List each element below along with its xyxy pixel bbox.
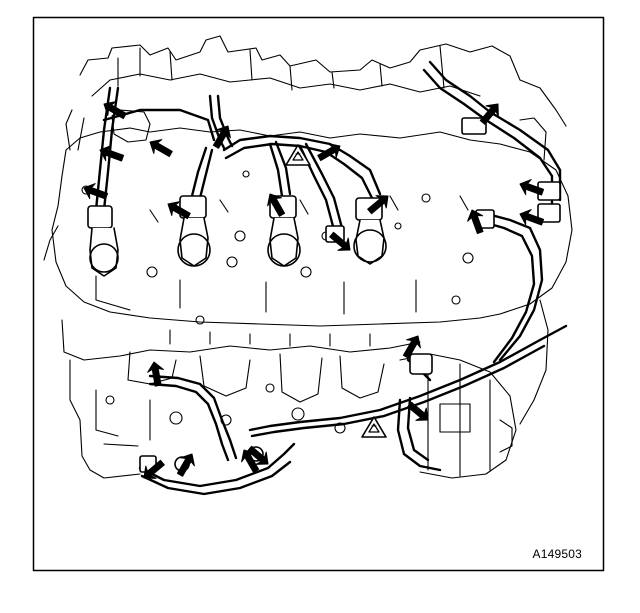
wire-harness	[94, 60, 568, 496]
figure-id-label: A149503	[532, 547, 582, 561]
caution-marks	[285, 144, 387, 438]
engine-body	[43, 35, 573, 479]
figure-border	[32, 16, 605, 572]
